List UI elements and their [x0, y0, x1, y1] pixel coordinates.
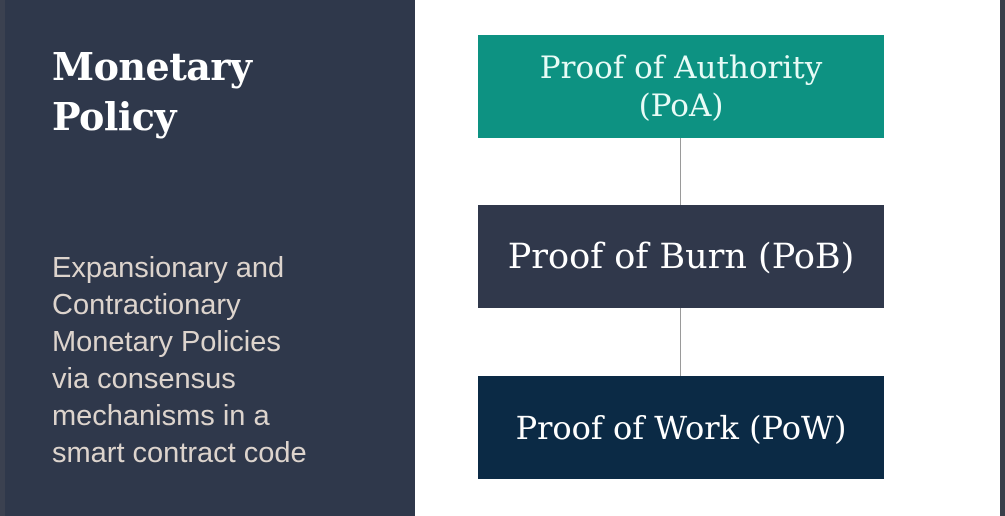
node-proof-of-burn: Proof of Burn (PoB): [478, 205, 884, 308]
node-label: Proof of Work (PoW): [515, 408, 847, 447]
node-proof-of-work: Proof of Work (PoW): [478, 376, 884, 479]
body-line: via consensus: [52, 363, 236, 395]
body-line: Contractionary: [52, 289, 241, 321]
connector-line: [680, 138, 681, 205]
body-line: Expansionary and: [52, 252, 285, 284]
left-border: [0, 0, 5, 516]
body-line: smart contract code: [52, 437, 307, 469]
node-proof-of-authority: Proof of Authority (PoA): [478, 35, 884, 138]
node-label-line: (PoA): [638, 87, 724, 124]
slide-body-text: Expansionary and Contractionary Monetary…: [52, 250, 307, 472]
body-line: mechanisms in a: [52, 400, 270, 432]
connector-line: [680, 308, 681, 376]
left-panel: Monetary Policy Expansionary and Contrac…: [0, 0, 415, 516]
node-label-line: Proof of Authority: [539, 49, 823, 86]
slide-title-line: Monetary: [52, 44, 252, 89]
slide-title: Monetary Policy: [52, 42, 252, 142]
right-border: [1000, 0, 1005, 516]
node-label: Proof of Burn (PoB): [507, 236, 855, 277]
body-line: Monetary Policies: [52, 326, 281, 358]
slide-title-line: Policy: [52, 94, 176, 139]
